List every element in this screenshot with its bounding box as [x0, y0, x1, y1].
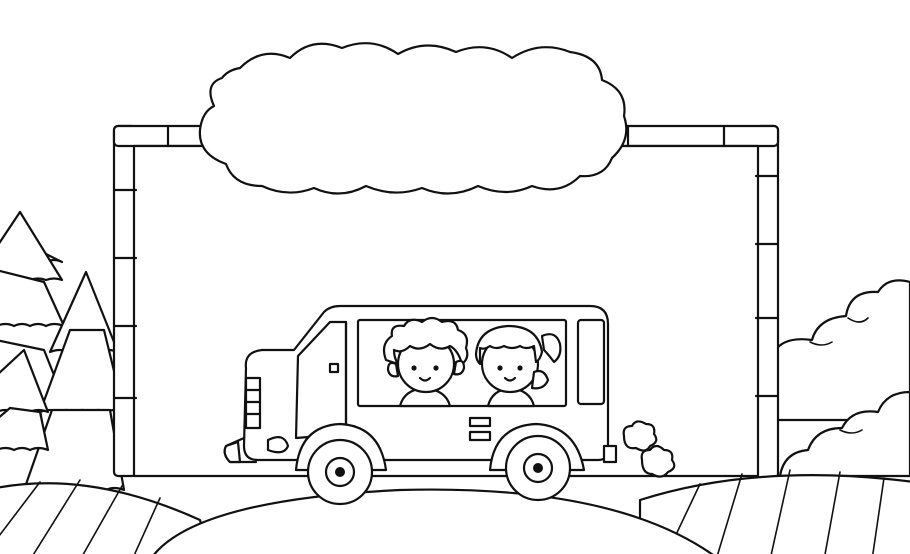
rear-wheel	[504, 434, 572, 502]
girl-ponytail	[540, 333, 562, 364]
exhaust-puff-1	[622, 420, 658, 452]
boy-mouth	[418, 376, 432, 382]
hills	[0, 469, 910, 554]
side-marker-2	[468, 430, 492, 442]
front-wheel	[306, 438, 374, 506]
girl-bow	[530, 369, 550, 390]
side-marker-1	[468, 416, 492, 428]
exhaust-puff-2	[640, 444, 676, 478]
boy-ear-left	[386, 361, 400, 378]
boy-eye-right	[433, 365, 439, 371]
boy-ear-right	[452, 359, 466, 376]
girl-hair	[474, 324, 544, 366]
pine-tree-front	[0, 270, 126, 492]
girl-mouth	[503, 376, 517, 382]
girl-eye-right	[517, 365, 523, 371]
headlight	[266, 435, 290, 454]
boy-eye-left	[411, 365, 417, 371]
boy	[382, 316, 469, 408]
girl-eye-left	[497, 365, 503, 371]
door-handle	[328, 362, 340, 374]
girl	[474, 324, 562, 408]
bushes	[772, 279, 910, 478]
pine-trees	[0, 210, 126, 492]
boy-hair	[382, 316, 469, 366]
exhaust-puffs	[622, 420, 676, 478]
van-back-window	[576, 318, 606, 406]
cloud-banner	[198, 42, 628, 195]
